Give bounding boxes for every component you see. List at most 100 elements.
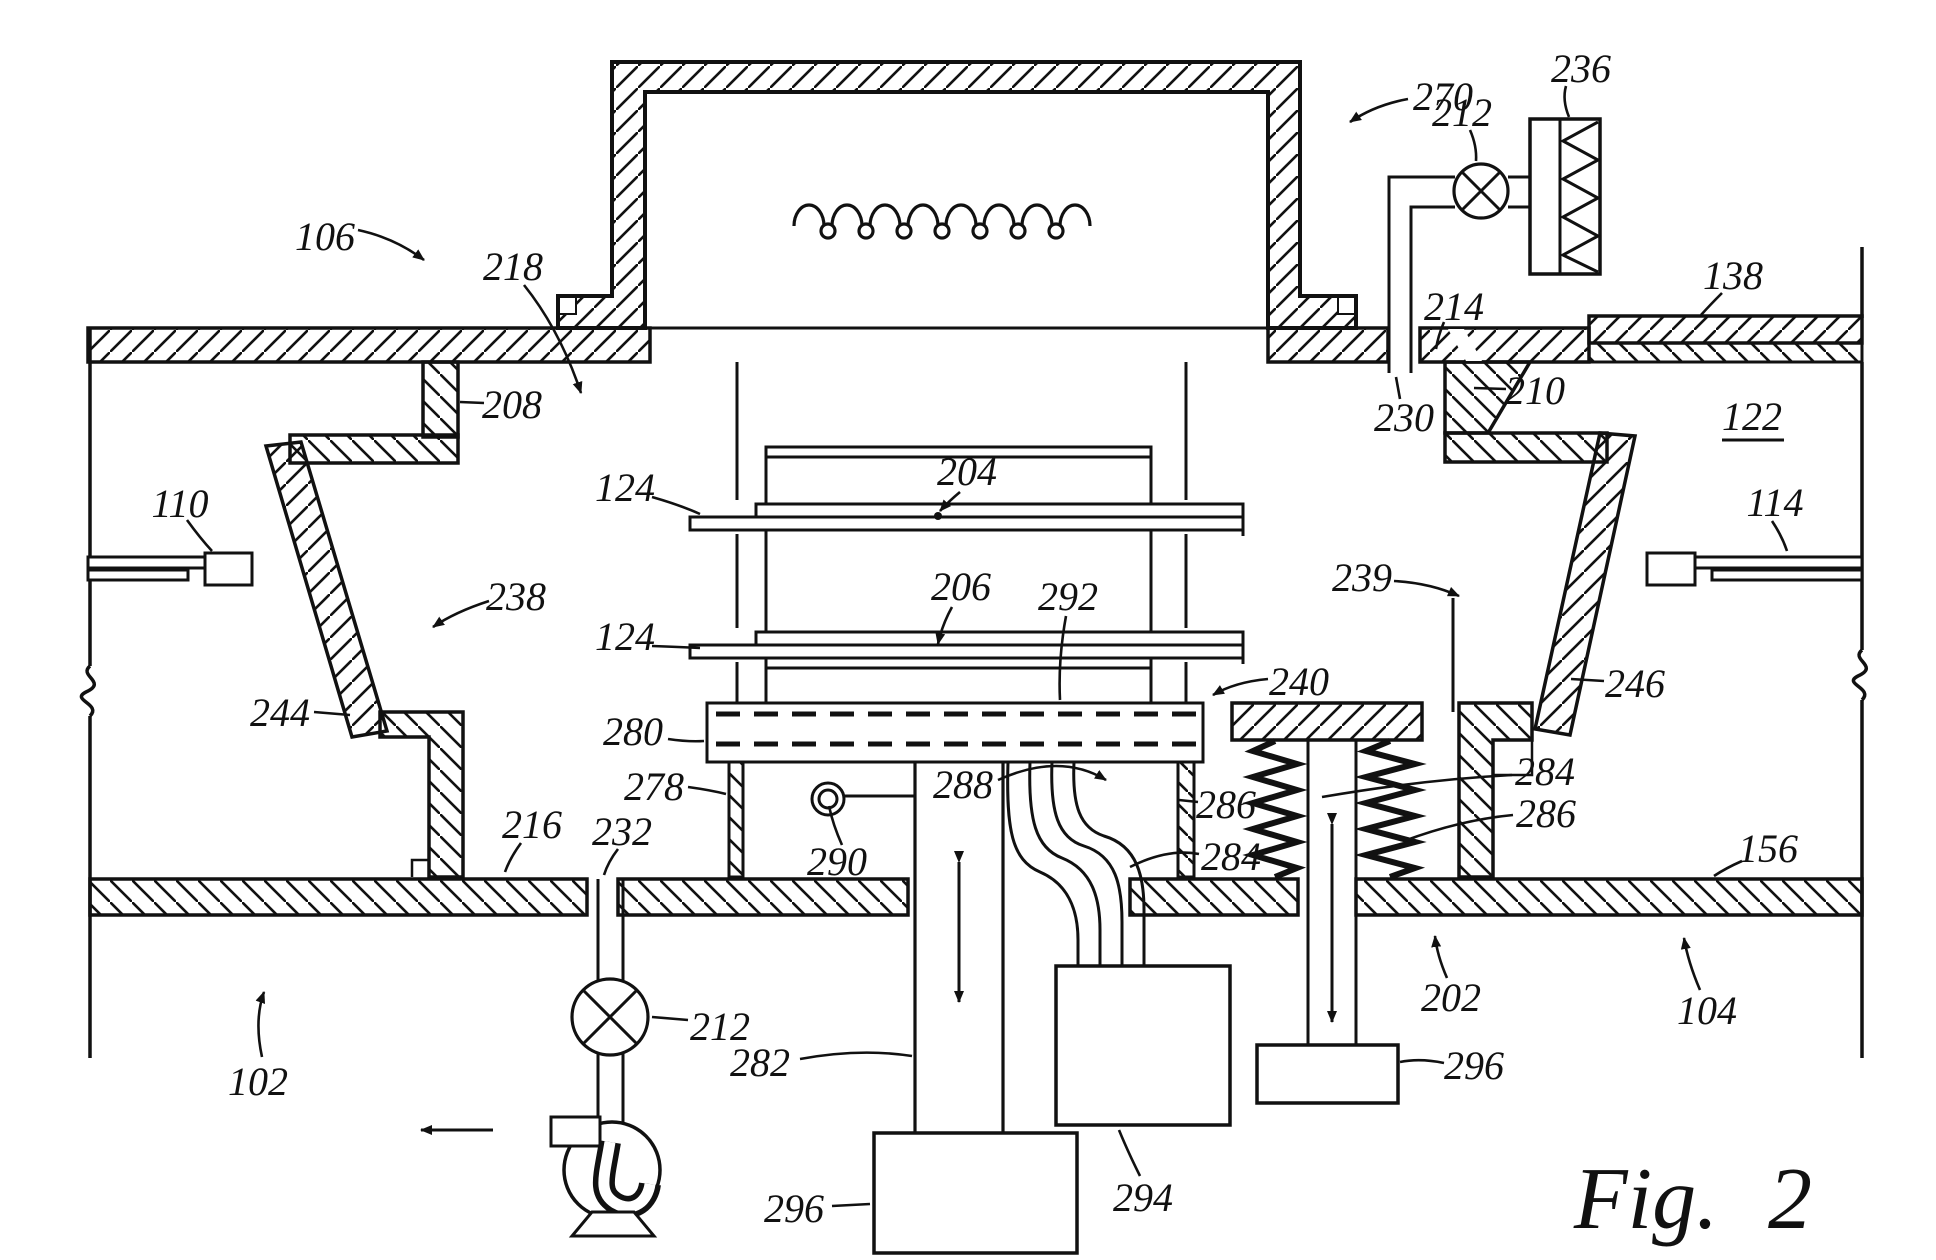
exhaust-pipe-232 bbox=[596, 879, 625, 980]
leader-288 bbox=[997, 764, 1107, 782]
leader-216 bbox=[503, 842, 523, 873]
right-upper-bracket bbox=[1443, 431, 1609, 464]
lift-pin-rod-upper bbox=[688, 515, 1245, 532]
ref-232-label: 232 bbox=[592, 809, 652, 854]
pump-inlet bbox=[549, 1115, 602, 1148]
leader-208 bbox=[459, 400, 485, 405]
ref-122-label: 122 bbox=[1722, 394, 1782, 439]
process-dome bbox=[556, 60, 1358, 330]
ref-104-label: 104 bbox=[1677, 988, 1737, 1033]
wall-208 bbox=[421, 360, 460, 439]
dome-right-foot-notch bbox=[1337, 296, 1356, 315]
leader-284-left bbox=[1129, 851, 1200, 869]
ref-138-label: 138 bbox=[1703, 253, 1763, 298]
stem-282 bbox=[913, 762, 1005, 1133]
leader-280 bbox=[667, 737, 705, 743]
leader-212-bottom bbox=[651, 1015, 689, 1022]
ref-204-label: 204 bbox=[937, 449, 997, 494]
ref-124-upper-label: 124 bbox=[595, 465, 655, 510]
leader-296-pump bbox=[831, 1202, 871, 1208]
ref-286-right-label: 286 bbox=[1516, 791, 1576, 836]
ref-216-label: 216 bbox=[502, 802, 562, 847]
right-border-break bbox=[1851, 648, 1868, 702]
ref-244-label: 244 bbox=[250, 690, 310, 735]
ref-218-label: 218 bbox=[483, 244, 543, 289]
caption-fig-number: 2 bbox=[1768, 1151, 1812, 1248]
pedestal-lower-section bbox=[764, 656, 1153, 705]
slit-valve-arm-110 bbox=[86, 551, 254, 587]
leader-102 bbox=[255, 991, 266, 1058]
ref-286-left-label: 286 bbox=[1196, 782, 1256, 827]
leader-202 bbox=[1431, 935, 1449, 979]
bellows-actuator-296 bbox=[1255, 1043, 1400, 1105]
leader-204 bbox=[939, 491, 961, 512]
ref-214-label: 214 bbox=[1424, 284, 1484, 329]
ref-208-label: 208 bbox=[482, 382, 542, 427]
leader-240 bbox=[1212, 677, 1269, 697]
leader-296-right bbox=[1399, 1058, 1445, 1065]
mount-plate-138 bbox=[1587, 314, 1864, 345]
leader-124-upper bbox=[651, 495, 701, 516]
pedestal-mid-section bbox=[764, 528, 1153, 636]
leader-239 bbox=[1393, 579, 1460, 598]
ref-282-label: 282 bbox=[730, 1040, 790, 1085]
ref-292-label: 292 bbox=[1038, 574, 1098, 619]
ref-284-right-label: 284 bbox=[1515, 749, 1575, 794]
leader-lines bbox=[185, 85, 1789, 1208]
upper-wall-band bbox=[86, 314, 1864, 364]
right-skirt bbox=[1176, 760, 1196, 879]
ref-246-label: 246 bbox=[1605, 661, 1665, 706]
left-border-break bbox=[79, 664, 96, 718]
bellows-right-286 bbox=[1354, 738, 1427, 880]
ref-202-label: 202 bbox=[1421, 975, 1481, 1020]
panel-zigzag bbox=[1559, 120, 1602, 274]
left-skirt-278 bbox=[727, 760, 745, 879]
ref-106-label: 106 bbox=[295, 214, 355, 259]
ref-290-label: 290 bbox=[807, 839, 867, 884]
wafer-204 bbox=[754, 502, 1245, 519]
ref-240-label: 240 bbox=[1269, 659, 1329, 704]
leader-286-left bbox=[1178, 798, 1199, 804]
band-under-138 bbox=[1587, 341, 1864, 364]
ref-238-label: 238 bbox=[486, 574, 546, 619]
ref-156-label: 156 bbox=[1738, 826, 1798, 871]
floor-wall-band bbox=[88, 877, 1864, 917]
ref-270-label: 270 bbox=[1413, 74, 1473, 119]
leader-114 bbox=[1770, 520, 1789, 552]
leader-106 bbox=[357, 228, 425, 262]
leader-104 bbox=[1680, 937, 1702, 991]
dome-wall bbox=[556, 60, 1358, 330]
heater-coil bbox=[792, 203, 1092, 240]
stem-and-utilities bbox=[872, 761, 1232, 1255]
ref-278-label: 278 bbox=[624, 764, 684, 809]
band-right-of-dome bbox=[1266, 326, 1390, 364]
ref-124-lower-label: 124 bbox=[595, 614, 655, 659]
ref-212-top-label: 212 bbox=[1432, 90, 1492, 135]
ref-239-label: 239 bbox=[1332, 555, 1392, 600]
leader-232 bbox=[602, 848, 620, 876]
leader-230 bbox=[1394, 376, 1402, 400]
gas-panel-236 bbox=[1528, 117, 1602, 276]
leader-246 bbox=[1570, 677, 1605, 683]
band-right-segment bbox=[1418, 326, 1591, 364]
left-upper-bracket bbox=[288, 433, 460, 465]
ref-210-label: 210 bbox=[1505, 368, 1565, 413]
leader-270 bbox=[1349, 97, 1409, 124]
bellows-left-286 bbox=[1242, 738, 1308, 880]
wall-216-bracket bbox=[378, 710, 465, 879]
ref-296-pump-label: 296 bbox=[764, 1186, 824, 1231]
ref-284-left-label: 284 bbox=[1201, 834, 1261, 879]
left-port-assembly bbox=[86, 360, 465, 879]
ref-110-label: 110 bbox=[151, 481, 208, 526]
utility-tubes-288 bbox=[1006, 761, 1146, 966]
leader-212-top bbox=[1468, 129, 1478, 162]
leader-278 bbox=[687, 785, 727, 796]
slit-valve-arm-114 bbox=[1645, 551, 1864, 587]
ref-102-label: 102 bbox=[228, 1059, 288, 1104]
lift-pin-rod-lower bbox=[688, 643, 1245, 660]
leader-294 bbox=[1117, 1129, 1142, 1177]
ref-230-label: 230 bbox=[1374, 395, 1434, 440]
leader-284-right bbox=[1321, 773, 1513, 799]
